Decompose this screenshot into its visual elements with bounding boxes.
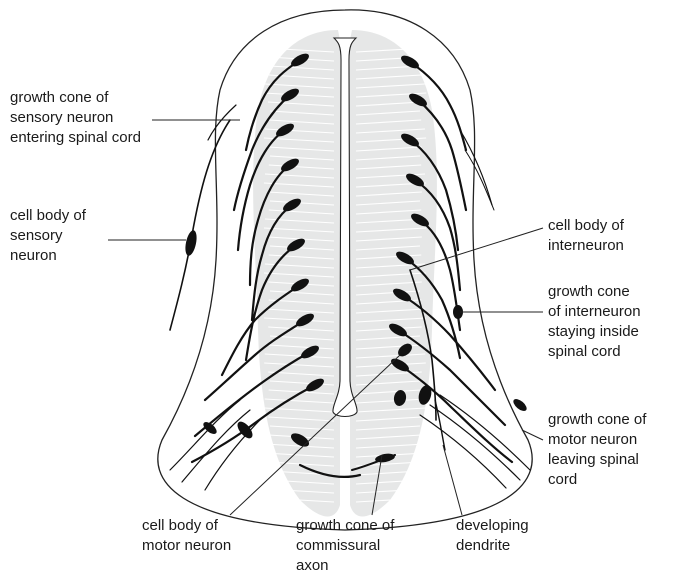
label-line: neuron xyxy=(10,246,86,266)
label-line: motor neuron xyxy=(142,536,231,556)
label-line: sensory neuron xyxy=(10,108,141,128)
label-developing-dendrite: developing dendrite xyxy=(456,516,529,556)
label-line: growth cone xyxy=(548,282,641,302)
label-line: entering spinal cord xyxy=(10,128,141,148)
label-commissural-growth-cone: growth cone of commissural axon xyxy=(296,516,394,576)
label-line: commissural xyxy=(296,536,394,556)
label-sensory-growth-cone: growth cone of sensory neuron entering s… xyxy=(10,88,141,148)
label-line: developing xyxy=(456,516,529,536)
label-line: cell body of xyxy=(142,516,231,536)
label-line: of interneuron xyxy=(548,302,641,322)
label-line: growth cone of xyxy=(296,516,394,536)
motor-growth-cone xyxy=(511,397,528,413)
label-motor-growth-cone: growth cone of motor neuron leaving spin… xyxy=(548,410,646,490)
label-line: growth cone of xyxy=(10,88,141,108)
label-line: leaving spinal xyxy=(548,450,646,470)
label-sensory-cell-body: cell body of sensory neuron xyxy=(10,206,86,266)
label-motor-cell-body: cell body of motor neuron xyxy=(142,516,231,556)
sensory-cell-body xyxy=(183,229,198,257)
label-line: interneuron xyxy=(548,236,624,256)
label-line: cord xyxy=(548,470,646,490)
label-line: axon xyxy=(296,556,394,576)
label-interneuron-growth-cone: growth cone of interneuron staying insid… xyxy=(548,282,641,362)
label-interneuron-cell-body: cell body of interneuron xyxy=(548,216,624,256)
label-line: staying inside xyxy=(548,322,641,342)
label-line: growth cone of xyxy=(548,410,646,430)
label-line: motor neuron xyxy=(548,430,646,450)
label-line: cell body of xyxy=(10,206,86,226)
label-line: sensory xyxy=(10,226,86,246)
label-line: cell body of xyxy=(548,216,624,236)
label-line: dendrite xyxy=(456,536,529,556)
label-line: spinal cord xyxy=(548,342,641,362)
